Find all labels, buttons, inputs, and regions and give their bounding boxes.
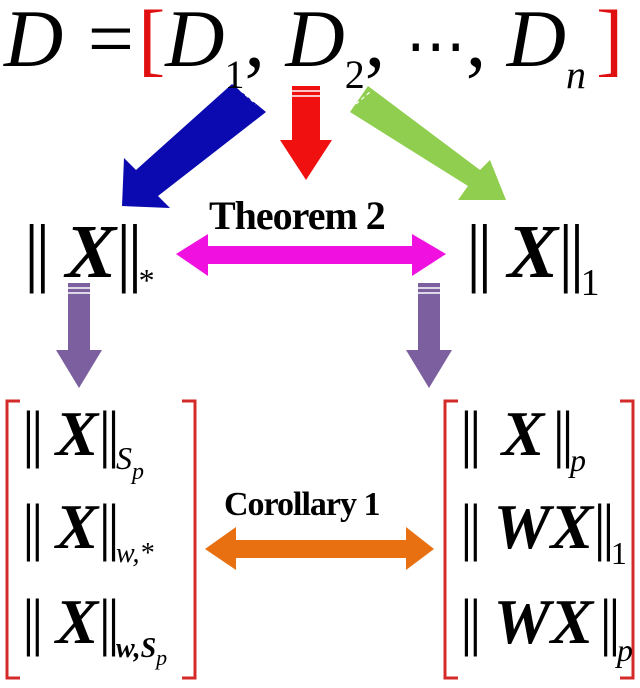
norm-var: X (501, 398, 545, 469)
norm-sub: 1 (610, 535, 627, 571)
top-equation: D =[D1, D2, ⋯, Dn] (4, 0, 623, 95)
ellipsis: ⋯ (405, 13, 466, 79)
norm-weighted-nuclear: || X||w,* (22, 495, 154, 568)
separator: , (364, 0, 386, 84)
norm-schatten-p: || X||Sp (22, 402, 144, 485)
norm-var: X (65, 210, 117, 294)
separator: , (465, 0, 487, 84)
norm-close: || (552, 398, 574, 469)
corollary-label: Corollary 1 (224, 486, 381, 523)
equation-equals: = (87, 0, 134, 84)
norm-var: X (55, 586, 99, 657)
norm-var: X (507, 210, 559, 294)
norm-sub: p (569, 442, 586, 478)
norm-sub: p (616, 632, 633, 668)
term-dn-sub: n (565, 52, 586, 97)
norm-sub: w,S (115, 633, 157, 664)
norm-close: || (116, 210, 143, 294)
equation-lhs: D (4, 0, 64, 84)
norm-var: X (55, 491, 99, 562)
arrow-down-right-icon (350, 86, 506, 200)
norm-var: X (55, 398, 99, 469)
norm-weighted-l1: || WX||1 (460, 495, 627, 570)
norm-open: || (460, 586, 482, 657)
close-bracket: ] (595, 0, 624, 84)
norm-open: || (466, 210, 493, 294)
arrow-right-down-icon (406, 283, 452, 388)
separator: , (244, 0, 266, 84)
norm-open: || (22, 586, 44, 657)
arrow-left-down-icon (56, 283, 102, 388)
open-bracket: [ (137, 0, 166, 84)
left-group-bracket (5, 399, 197, 680)
norm-lp: || X||p (460, 402, 586, 477)
norm-open: || (22, 491, 44, 562)
bidirectional-arrow-corollary-icon (205, 527, 434, 570)
norm-close: || (558, 210, 585, 294)
norm-sub: S (115, 440, 132, 476)
arrow-down-left-icon (122, 84, 266, 208)
norm-open: || (460, 491, 482, 562)
norm-close: || (599, 586, 621, 657)
norm-var: WX (493, 586, 594, 657)
norm-subsub: p (131, 459, 144, 485)
norm-open: || (460, 398, 482, 469)
norm-sub: * (138, 262, 155, 298)
right-group-bracket (443, 399, 635, 680)
norm-close: || (98, 491, 120, 562)
norm-subsub: p (156, 645, 168, 670)
norm-nuclear: || X||* (24, 214, 155, 296)
norm-open: || (24, 210, 51, 294)
term-d1-sub: 1 (224, 52, 245, 97)
norm-close: || (98, 586, 120, 657)
norm-sub: w,* (115, 538, 154, 569)
norm-open: || (22, 398, 44, 469)
term-d2-base: D (285, 0, 345, 84)
arrow-down-icon (280, 86, 332, 180)
term-d2-sub: 2 (344, 52, 365, 97)
norm-var: WX (493, 491, 594, 562)
norm-weighted-schatten-p: || X||w,Sp (22, 590, 167, 669)
norm-close: || (593, 491, 615, 562)
bidirectional-arrow-theorem-icon (176, 234, 446, 276)
norm-l1: || X||1 (466, 214, 600, 302)
theorem-label: Theorem 2 (209, 193, 386, 238)
term-dn-base: D (506, 0, 566, 84)
term-d1-base: D (165, 0, 225, 84)
norm-sub: 1 (580, 262, 600, 304)
norm-weighted-lp: || WX||p (460, 590, 633, 667)
norm-close: || (98, 398, 120, 469)
